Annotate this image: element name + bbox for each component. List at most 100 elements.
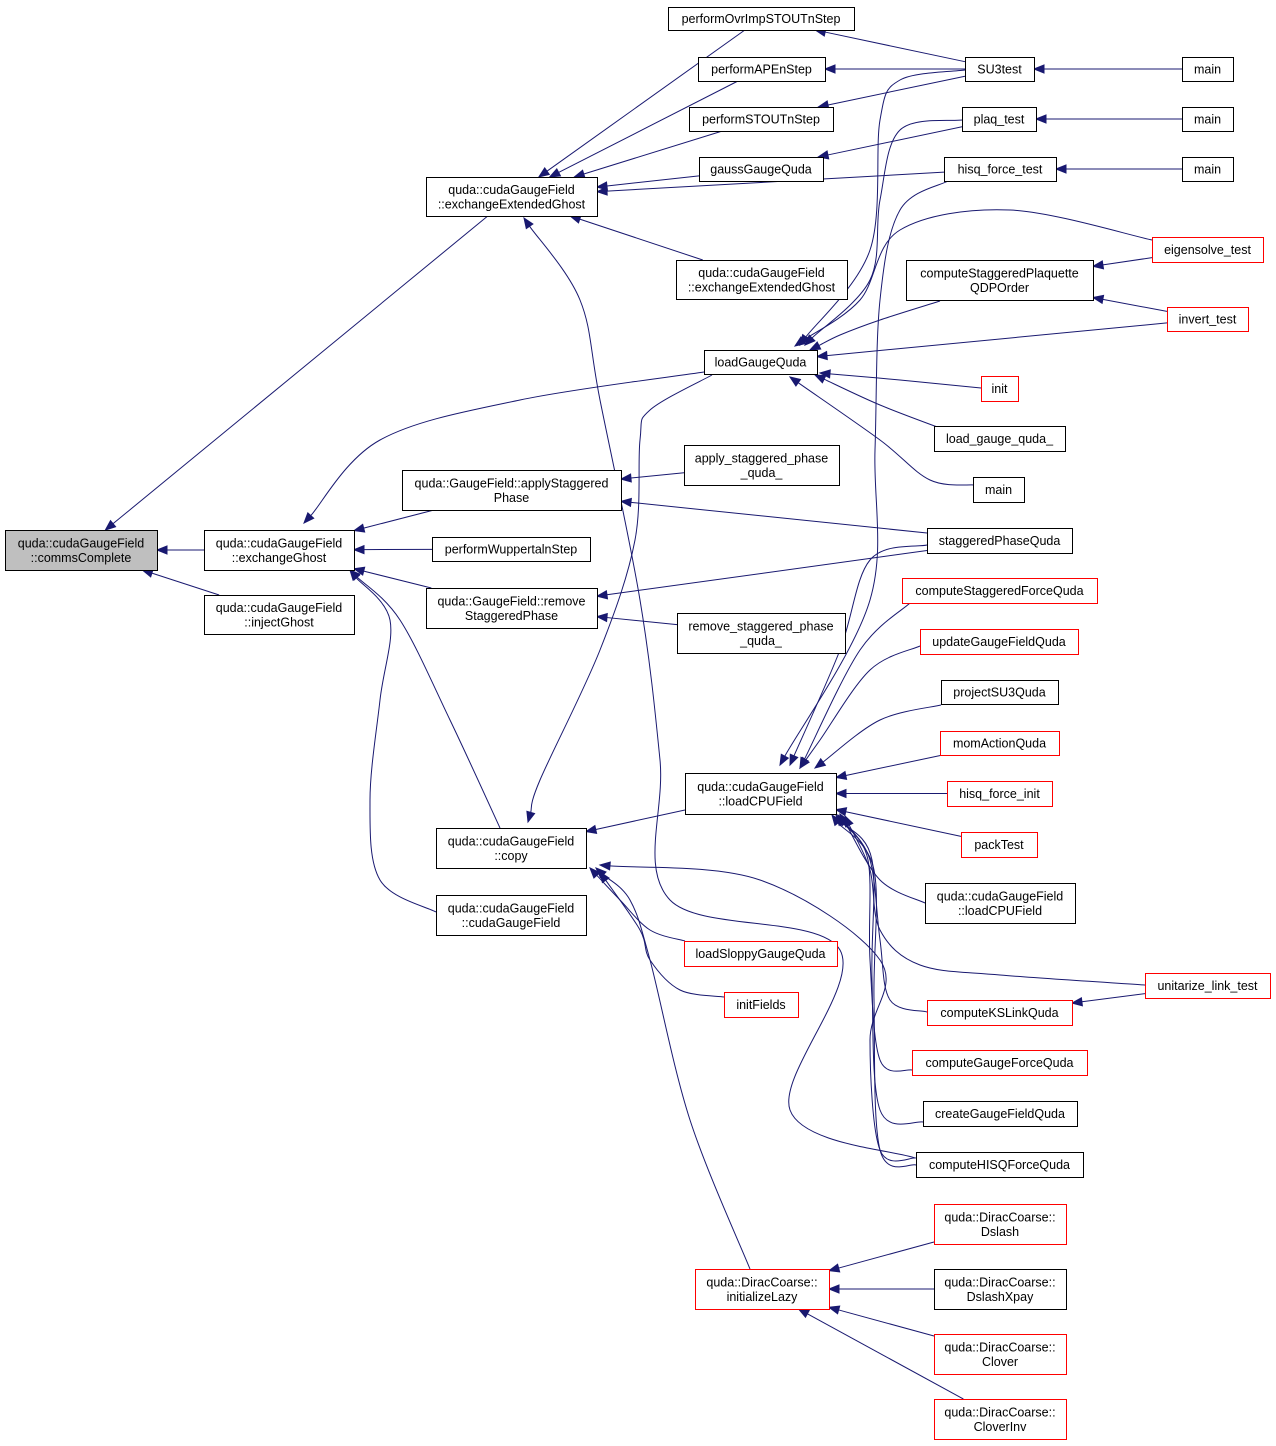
node-pSTOUT[interactable]: performSTOUTnStep — [689, 107, 834, 132]
node-exExtG2[interactable]: quda::cudaGaugeField::exchangeExtendedGh… — [676, 260, 848, 300]
edge-line — [356, 576, 501, 829]
edge-line — [826, 322, 1168, 357]
node-dcCI[interactable]: quda::DiracCoarse::CloverInv — [934, 1399, 1067, 1440]
node-main4[interactable]: main — [973, 477, 1025, 503]
node-layer: quda::cudaGaugeField::commsCompletequda:… — [5, 7, 1271, 1440]
node-cksl[interactable]: computeKSLinkQuda — [927, 1000, 1073, 1026]
node-ult[interactable]: unitarize_link_test — [1145, 973, 1271, 999]
edge-line — [818, 300, 941, 346]
node-box — [923, 1101, 1078, 1127]
edge-su3-to-pSTOUT — [816, 75, 966, 110]
node-inv[interactable]: invert_test — [1167, 307, 1249, 332]
edge-line — [558, 80, 739, 173]
edge-line — [602, 874, 751, 1270]
edge-chisq-to-lcpu — [831, 813, 917, 1168]
node-box — [912, 1050, 1088, 1076]
node-ugfq[interactable]: updateGaugeFieldQuda — [920, 629, 1079, 655]
node-label: ::copy — [494, 849, 528, 863]
node-remsq[interactable]: remove_staggered_phase_quda_ — [677, 613, 846, 654]
node-main2[interactable]: main — [1182, 107, 1234, 132]
edge-psu3-to-lcpu — [813, 704, 942, 769]
node-pAPE[interactable]: performAPEnStep — [698, 57, 826, 82]
node-pOIS[interactable]: performOvrImpSTOUTnStep — [668, 7, 855, 31]
node-box — [695, 1269, 830, 1310]
edge-line — [606, 617, 678, 626]
node-box — [704, 350, 818, 375]
node-box — [947, 781, 1053, 807]
node-box — [677, 613, 846, 654]
node-csfq[interactable]: computeStaggeredForceQuda — [902, 578, 1098, 604]
node-initF[interactable]: initFields — [724, 992, 799, 1018]
edge-pack-to-lcpu — [834, 807, 962, 837]
node-dcDX[interactable]: quda::DiracCoarse::DslashXpay — [934, 1269, 1067, 1310]
node-lcpu2[interactable]: quda::cudaGaugeField::loadCPUField — [925, 883, 1076, 924]
node-copy[interactable]: quda::cudaGaugeField::copy — [436, 828, 587, 869]
node-crgf[interactable]: createGaugeFieldQuda — [923, 1101, 1078, 1127]
node-box — [668, 7, 855, 31]
node-hisqt[interactable]: hisq_force_test — [944, 157, 1057, 182]
node-maq[interactable]: momActionQuda — [940, 731, 1060, 756]
edge-line — [605, 879, 725, 998]
arrowhead-icon — [804, 334, 816, 346]
arrowhead-icon — [573, 169, 586, 179]
edge-eig-to-cspq — [1091, 257, 1153, 270]
node-spq[interactable]: staggeredPhaseQuda — [927, 528, 1073, 554]
node-injG[interactable]: quda::cudaGaugeField::injectGhost — [204, 595, 355, 635]
node-box — [699, 157, 824, 182]
node-label: performWuppertalnStep — [445, 543, 578, 557]
edge-lgq-to-copy — [526, 374, 713, 824]
node-dcD[interactable]: quda::DiracCoarse::Dslash — [934, 1204, 1067, 1245]
node-box — [961, 832, 1038, 858]
node-lgq[interactable]: loadGaugeQuda — [704, 350, 818, 375]
node-box — [916, 1152, 1084, 1178]
edge-lsgq-to-copy — [589, 867, 686, 942]
node-exExtG[interactable]: quda::cudaGaugeField::exchangeExtendedGh… — [426, 177, 598, 217]
node-chisq[interactable]: computeHISQForceQuda — [916, 1152, 1084, 1178]
node-box — [940, 731, 1060, 756]
node-root[interactable]: quda::cudaGaugeField::commsComplete — [5, 530, 158, 571]
node-su3[interactable]: SU3test — [965, 57, 1035, 82]
edge-line — [827, 75, 966, 106]
node-gauss[interactable]: gaussGaugeQuda — [699, 157, 824, 182]
edge-line — [807, 1313, 964, 1400]
node-dcInit[interactable]: quda::DiracCoarse::initializeLazy — [695, 1269, 830, 1310]
node-eig[interactable]: eigensolve_test — [1152, 237, 1264, 263]
node-label: DslashXpay — [967, 1290, 1034, 1304]
arrowhead-icon — [619, 497, 632, 508]
edge-ugfq-to-lcpu — [799, 645, 921, 770]
arrowhead-icon — [1054, 164, 1067, 174]
node-cgfq[interactable]: computeGaugeForceQuda — [912, 1050, 1088, 1076]
edge-applysq-to-applyS — [619, 472, 685, 483]
edge-line — [848, 824, 1146, 986]
arrowhead-icon — [1091, 260, 1105, 270]
node-lgq_[interactable]: load_gauge_quda_ — [934, 426, 1066, 452]
node-init[interactable]: init — [981, 376, 1019, 402]
edge-plaq-to-gauss — [816, 126, 963, 160]
node-psu3[interactable]: projectSU3Quda — [941, 680, 1059, 705]
node-pack[interactable]: packTest — [961, 832, 1038, 858]
node-plaq[interactable]: plaq_test — [962, 107, 1037, 132]
node-dcC[interactable]: quda::DiracCoarse::Clover — [934, 1334, 1067, 1375]
node-label: hisq_force_init — [959, 787, 1040, 801]
node-lcpu[interactable]: quda::cudaGaugeField::loadCPUField — [685, 773, 837, 815]
edge-line — [784, 180, 949, 757]
node-lsgq[interactable]: loadSloppyGaugeQuda — [684, 941, 838, 967]
node-hfi[interactable]: hisq_force_init — [947, 781, 1053, 807]
edge-dcC-to-dcInit — [827, 1305, 935, 1337]
arrowhead-icon — [303, 512, 315, 524]
node-pWup[interactable]: performWuppertalnStep — [432, 537, 591, 562]
edge-line — [595, 809, 686, 830]
arrowhead-icon — [797, 1308, 811, 1319]
node-ctor[interactable]: quda::cudaGaugeField::cudaGaugeField — [436, 895, 587, 936]
edge-line — [797, 382, 976, 486]
node-label: initFields — [736, 998, 785, 1012]
node-main1[interactable]: main — [1182, 57, 1234, 82]
node-label: loadSloppyGaugeQuda — [696, 947, 826, 961]
node-main3[interactable]: main — [1182, 157, 1234, 182]
node-exG[interactable]: quda::cudaGaugeField::exchangeGhost — [204, 530, 355, 571]
node-applysq[interactable]: apply_staggered_phase_quda_ — [684, 445, 840, 486]
arrowhead-icon — [595, 867, 607, 879]
